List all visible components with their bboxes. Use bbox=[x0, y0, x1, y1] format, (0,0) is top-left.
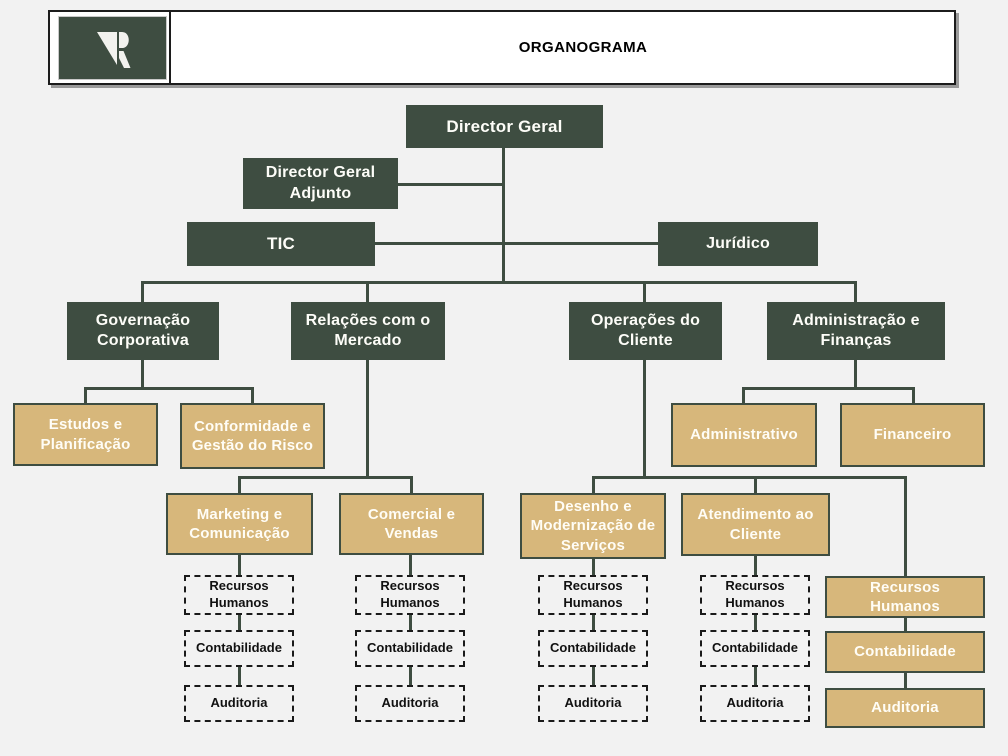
org-node-recursos-humanos: Recursos Humanos bbox=[355, 575, 465, 615]
connector-line bbox=[84, 387, 254, 390]
org-node-contabilidade: Contabilidade bbox=[825, 631, 985, 673]
connector-line bbox=[366, 284, 369, 302]
connector-line bbox=[854, 284, 857, 302]
connector-line bbox=[754, 667, 757, 685]
page-title: ORGANOGRAMA bbox=[518, 39, 648, 56]
connector-line bbox=[238, 555, 241, 575]
connector-line bbox=[238, 476, 413, 479]
connector-line bbox=[592, 559, 595, 575]
org-node-comercial-vendas: Comercial e Vendas bbox=[339, 493, 484, 555]
connector-line bbox=[141, 360, 144, 387]
connector-line bbox=[409, 555, 412, 575]
connector-line bbox=[643, 284, 646, 302]
connector-line bbox=[754, 615, 757, 630]
connector-line bbox=[754, 479, 757, 493]
org-node-auditoria: Auditoria bbox=[825, 688, 985, 728]
connector-line bbox=[754, 556, 757, 575]
org-node-recursos-humanos: Recursos Humanos bbox=[184, 575, 294, 615]
connector-line bbox=[141, 284, 144, 302]
org-node-auditoria: Auditoria bbox=[184, 685, 294, 722]
org-node-director-geral-adjunto: Director Geral Adjunto bbox=[243, 158, 398, 209]
org-node-auditoria: Auditoria bbox=[538, 685, 648, 722]
org-node-administracao-financas: Administração e Finanças bbox=[767, 302, 945, 360]
header: ORGANOGRAMA bbox=[48, 10, 956, 85]
org-node-conformidade-risco: Conformidade e Gestão do Risco bbox=[180, 403, 325, 469]
connector-line bbox=[742, 387, 915, 390]
connector-line bbox=[84, 390, 87, 403]
connector-line bbox=[141, 281, 857, 284]
org-node-estudos-planificacao: Estudos e Planificação bbox=[13, 403, 158, 466]
connector-line bbox=[904, 618, 907, 631]
connector-line bbox=[251, 390, 254, 403]
connector-line bbox=[592, 615, 595, 630]
connector-line bbox=[238, 479, 241, 493]
connector-line bbox=[375, 242, 658, 245]
org-node-contabilidade: Contabilidade bbox=[355, 630, 465, 667]
org-node-recursos-humanos: Recursos Humanos bbox=[825, 576, 985, 618]
org-node-tic: TIC bbox=[187, 222, 375, 266]
connector-line bbox=[904, 479, 907, 576]
org-node-contabilidade: Contabilidade bbox=[538, 630, 648, 667]
connector-line bbox=[742, 390, 745, 403]
header-divider bbox=[169, 12, 171, 83]
org-node-relacoes-mercado: Relações com o Mercado bbox=[291, 302, 445, 360]
connector-line bbox=[904, 673, 907, 688]
org-node-contabilidade: Contabilidade bbox=[184, 630, 294, 667]
org-node-administrativo: Administrativo bbox=[671, 403, 817, 467]
org-node-recursos-humanos: Recursos Humanos bbox=[538, 575, 648, 615]
connector-line bbox=[409, 615, 412, 630]
connector-line bbox=[366, 360, 369, 476]
org-node-auditoria: Auditoria bbox=[700, 685, 810, 722]
connector-line bbox=[592, 476, 907, 479]
connector-line bbox=[410, 479, 413, 493]
org-node-financeiro: Financeiro bbox=[840, 403, 985, 467]
org-node-governacao-corporativa: Governação Corporativa bbox=[67, 302, 219, 360]
org-node-contabilidade: Contabilidade bbox=[700, 630, 810, 667]
org-node-marketing-comunicacao: Marketing e Comunicação bbox=[166, 493, 313, 555]
connector-line bbox=[238, 615, 241, 630]
connector-line bbox=[502, 148, 505, 283]
org-node-recursos-humanos: Recursos Humanos bbox=[700, 575, 810, 615]
connector-line bbox=[854, 360, 857, 387]
org-node-atendimento-cliente: Atendimento ao Cliente bbox=[681, 493, 830, 556]
connector-line bbox=[912, 390, 915, 403]
r-monogram-icon bbox=[97, 32, 131, 68]
org-node-director-geral: Director Geral bbox=[406, 105, 603, 148]
org-node-auditoria: Auditoria bbox=[355, 685, 465, 722]
connector-line bbox=[592, 667, 595, 685]
connector-line bbox=[643, 360, 646, 476]
org-node-juridico: Jurídico bbox=[658, 222, 818, 266]
company-logo bbox=[58, 16, 167, 80]
connector-line bbox=[398, 183, 503, 186]
connector-line bbox=[592, 479, 595, 493]
org-node-operacoes-cliente: Operações do Cliente bbox=[569, 302, 722, 360]
connector-line bbox=[409, 667, 412, 685]
org-node-desenho-modernizacao: Desenho e Modernização de Serviços bbox=[520, 493, 666, 559]
connector-line bbox=[238, 667, 241, 685]
